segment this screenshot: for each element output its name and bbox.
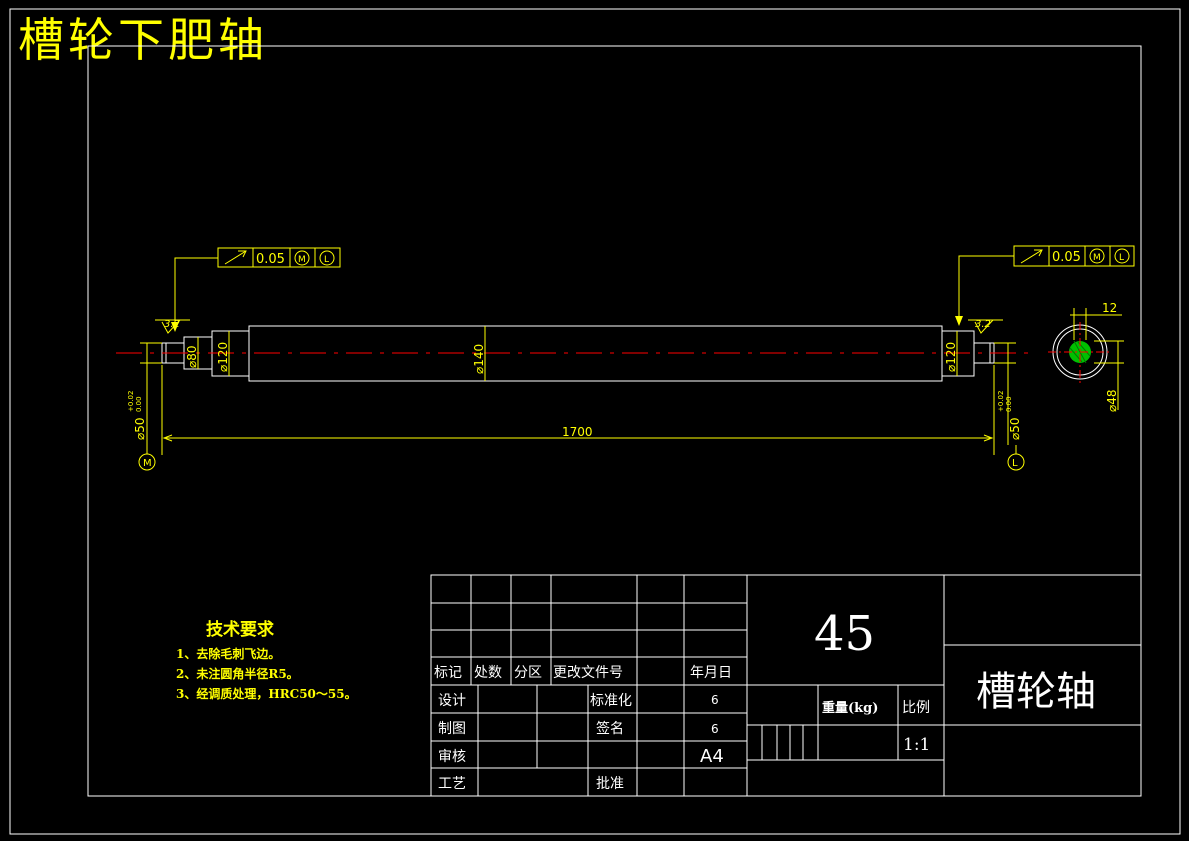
tech-title: 技术要求 [206,620,274,640]
label-design: 设计 [438,693,466,709]
dimension-lines [140,255,1016,455]
label-process: 工艺 [438,776,466,792]
outer-frame [9,8,1181,835]
section-view [1048,308,1124,410]
scale-label: 比例 [902,700,930,716]
tol-lower-right: 0.00 [1005,396,1013,412]
dim-d140: ⌀140 [472,344,486,374]
dim-d50-left: ⌀50 [133,418,147,441]
part-name: 槽轮轴 [976,669,1096,715]
tol-lower-left: 0.00 [135,396,143,412]
dim-d120-right: ⌀120 [944,342,958,372]
tol-upper-right: +0.02 [997,391,1005,412]
datum-left-label: M [143,458,152,469]
label-approve: 批准 [596,776,624,792]
datum-circle-right [1007,453,1025,471]
label-standardize: 标准化 [590,693,632,709]
leader-arrow-left [171,322,179,332]
leader-arrow-right [955,316,963,326]
label-sign: 签名 [596,720,624,737]
feature-control-frame-right [1013,245,1135,267]
tol-upper-left: +0.02 [127,391,135,412]
material-value: 45 [814,606,875,662]
surface-finish-left: 3.2 [164,319,180,330]
drawing-title: 槽轮下肥轴 [18,13,268,67]
feature-control-frame-left [217,247,341,268]
title-block-grid [430,574,1142,797]
fcf-right-tolerance: 0.05 [1052,250,1081,265]
label-review: 审核 [438,749,466,765]
header-zone: 分区 [514,665,542,681]
value-standardize: 6 [711,693,719,707]
tech-item: 3、经调质处理，HRC50～55。 [176,687,357,701]
fcf-right-mod1: M [1093,253,1101,263]
header-date: 年月日 [690,665,732,681]
fcf-right-mod2: L [1119,253,1124,263]
label-draft: 制图 [438,721,466,737]
scale-value: 1:1 [903,735,930,755]
technical-requirements: 技术要求 1、去除毛刺飞边。 2、未注圆角半径R5。 3、经调质处理，HRC50… [176,615,357,704]
weight-label: 重量(kg) [822,700,878,716]
datum-right-label: L [1012,458,1018,469]
fcf-left-tolerance: 0.05 [256,252,285,267]
sheet-size: A4 [700,746,724,767]
header-mark: 标记 [434,665,462,681]
tech-item: 1、去除毛刺飞边。 [176,647,281,661]
section-dia-dim: ⌀48 [1105,390,1119,413]
surface-finish-right: 3.2 [975,319,991,330]
value-sign: 6 [711,722,719,736]
header-count: 处数 [474,665,502,681]
section-width-dim: 12 [1102,301,1117,315]
dim-d120-left: ⌀120 [216,342,230,372]
tech-item: 2、未注圆角半径R5。 [176,667,299,681]
fcf-left-mod2: L [324,255,329,265]
dim-d50-right: ⌀50 [1008,418,1022,441]
fcf-left-mod1: M [298,255,306,265]
datum-circle-left [138,453,156,471]
dim-d80: ⌀80 [185,346,199,369]
length-dimension: 1700 [562,425,593,439]
header-change-doc: 更改文件号 [553,665,623,681]
